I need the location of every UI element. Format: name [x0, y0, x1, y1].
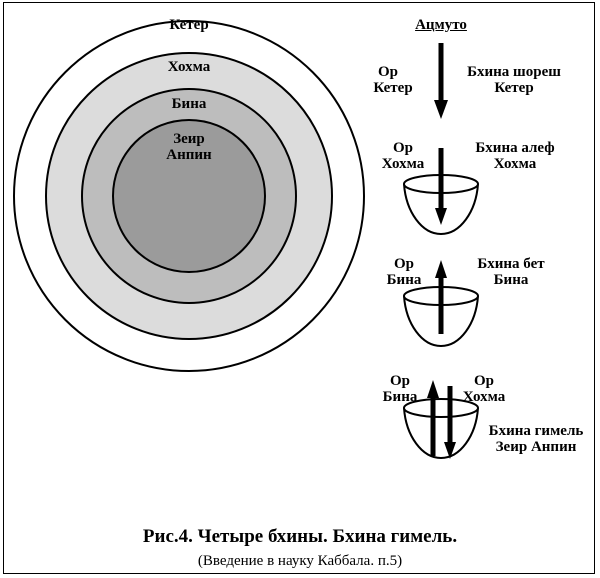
stage-3-right-line1: Бхина бет [477, 256, 545, 272]
stage-1-right-line1: Бхина шореш [467, 64, 561, 80]
figure-caption: Рис.4. Четыре бхины. Бхина гимель. [142, 526, 458, 547]
stage-4-right-line2: Зеир Анпин [495, 439, 577, 455]
stage-3-left-line1: Ор [393, 256, 414, 272]
stage-keter-arrow [434, 43, 448, 119]
stage-4-top-right-line2: Хохма [462, 389, 506, 405]
label-hokhma: Хохма [167, 59, 211, 75]
stage-2-right-line2: Хохма [493, 156, 537, 172]
stage-3-right-line2: Бина [493, 272, 529, 288]
stage-4-top-right-line1: Ор [473, 373, 494, 389]
label-anpin: Анпин [166, 147, 212, 163]
stage-3-left-line2: Бина [386, 272, 422, 288]
stage-2-left-line1: Ор [392, 140, 413, 156]
circle-zeir-anpin [112, 119, 266, 273]
stage-4-left-line1: Ор [389, 373, 410, 389]
stage-bina-vessel [403, 260, 479, 348]
stage-2-left-line2: Хохма [381, 156, 425, 172]
stage-1-left-line2: Кетер [373, 80, 413, 96]
stage-2-right-line1: Бхина алеф [475, 140, 555, 156]
stage-hokhma-vessel [403, 148, 479, 236]
stage-1-left-line1: Ор [377, 64, 398, 80]
label-keter: Кетер [169, 17, 209, 33]
label-bina: Бина [171, 96, 207, 112]
label-zeir: Зеир [173, 131, 205, 147]
stage-zeir-anpin-vessel [403, 380, 479, 460]
figure-source: (Введение в науку Каббала. п.5) [197, 553, 403, 569]
stage-1-right-line2: Кетер [494, 80, 534, 96]
stage-4-right-line1: Бхина гимель [488, 423, 584, 439]
stage-4-left-line2: Бина [382, 389, 418, 405]
column-title: Ацмуто [415, 17, 467, 33]
figure-frame [3, 2, 595, 574]
